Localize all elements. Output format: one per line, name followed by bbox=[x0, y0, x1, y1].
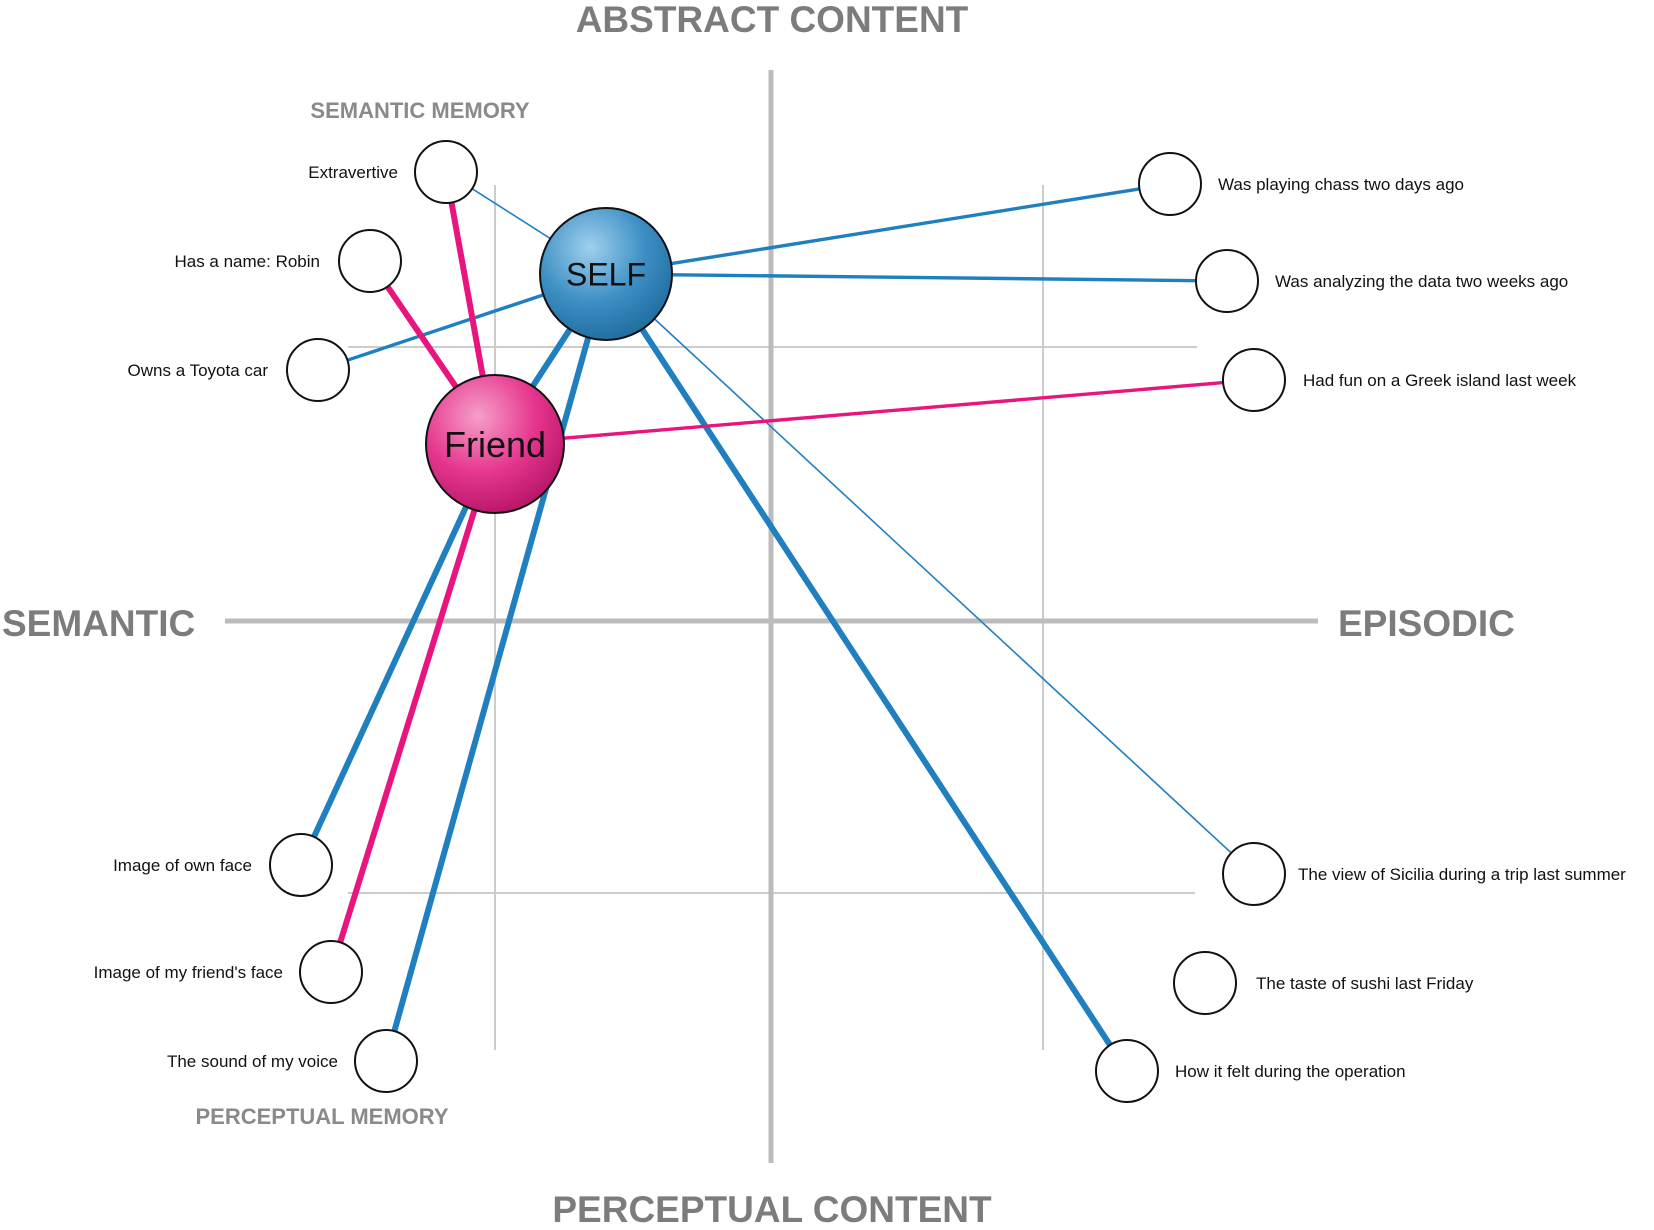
axis-title-right: EPISODIC bbox=[1338, 603, 1515, 644]
axes bbox=[225, 70, 1318, 1163]
node-label: Had fun on a Greek island last week bbox=[1303, 371, 1577, 390]
links-layer bbox=[311, 187, 1232, 1047]
node-operation: How it felt during the operation bbox=[1095, 1039, 1406, 1103]
node-label: The view of Sicilia during a trip last s… bbox=[1298, 865, 1626, 884]
node-voice: The sound of my voice bbox=[167, 1029, 418, 1093]
node-greek: Had fun on a Greek island last week bbox=[1222, 348, 1577, 412]
hub-label: Friend bbox=[444, 424, 546, 465]
link-self-chess bbox=[651, 187, 1140, 269]
node-label: The sound of my voice bbox=[167, 1052, 338, 1071]
link-self-toyota bbox=[346, 286, 563, 362]
node-chess: Was playing chass two days ago bbox=[1138, 152, 1464, 216]
hub-circle bbox=[425, 374, 565, 514]
hub-label: SELF bbox=[566, 257, 646, 293]
node-sushi: The taste of sushi last Friday bbox=[1173, 951, 1474, 1015]
node-circle bbox=[1138, 152, 1202, 216]
node-friendface: Image of my friend's face bbox=[94, 940, 363, 1004]
node-circle bbox=[269, 833, 333, 897]
node-circle bbox=[414, 140, 478, 204]
node-circle bbox=[286, 338, 350, 402]
node-analyzing: Was analyzing the data two weeks ago bbox=[1195, 249, 1568, 313]
hub-friend: Friend bbox=[425, 374, 565, 514]
link-friend-extravertive bbox=[448, 201, 490, 397]
hub-self: SELF bbox=[539, 207, 673, 341]
axis-title-left: SEMANTIC bbox=[2, 603, 195, 644]
node-label: Was analyzing the data two weeks ago bbox=[1275, 272, 1568, 291]
link-self-analyzing bbox=[652, 272, 1197, 283]
node-label: Extravertive bbox=[308, 163, 398, 182]
node-robin: Has a name: Robin bbox=[174, 229, 402, 293]
region-title-semantic-memory: SEMANTIC MEMORY bbox=[310, 98, 530, 123]
node-label: Image of own face bbox=[113, 856, 252, 875]
node-label: Image of my friend's face bbox=[94, 963, 283, 982]
node-extravertive: Extravertive bbox=[308, 140, 478, 204]
node-label: Was playing chass two days ago bbox=[1218, 175, 1464, 194]
node-toyota: Owns a Toyota car bbox=[128, 338, 350, 402]
axis-title-bottom: PERCEPTUAL CONTENT bbox=[552, 1189, 992, 1230]
node-circle bbox=[1095, 1039, 1159, 1103]
link-friend-robin bbox=[385, 284, 471, 406]
node-sicilia: The view of Sicilia during a trip last s… bbox=[1222, 842, 1626, 906]
link-self-sicilia bbox=[639, 304, 1232, 854]
link-friend-friendface bbox=[337, 489, 484, 944]
axis-title-top: ABSTRACT CONTENT bbox=[576, 0, 969, 40]
node-label: How it felt during the operation bbox=[1175, 1062, 1406, 1081]
node-label: Has a name: Robin bbox=[174, 252, 320, 271]
hub-circle bbox=[539, 207, 673, 341]
node-circle bbox=[1222, 348, 1286, 412]
node-circle bbox=[1195, 249, 1259, 313]
node-circle bbox=[1222, 842, 1286, 906]
link-friend-ownface bbox=[311, 486, 478, 839]
link-friend-greek bbox=[542, 380, 1224, 442]
node-label: Owns a Toyota car bbox=[128, 361, 269, 380]
node-ownface: Image of own face bbox=[113, 833, 333, 897]
node-label: The taste of sushi last Friday bbox=[1256, 974, 1474, 993]
hubs-layer: Friend SELF bbox=[425, 207, 673, 514]
link-self-operation bbox=[628, 311, 1113, 1047]
node-circle bbox=[1173, 951, 1237, 1015]
node-circle bbox=[338, 229, 402, 293]
node-circle bbox=[299, 940, 363, 1004]
region-title-perceptual-memory: PERCEPTUAL MEMORY bbox=[195, 1104, 448, 1129]
node-circle bbox=[354, 1029, 418, 1093]
